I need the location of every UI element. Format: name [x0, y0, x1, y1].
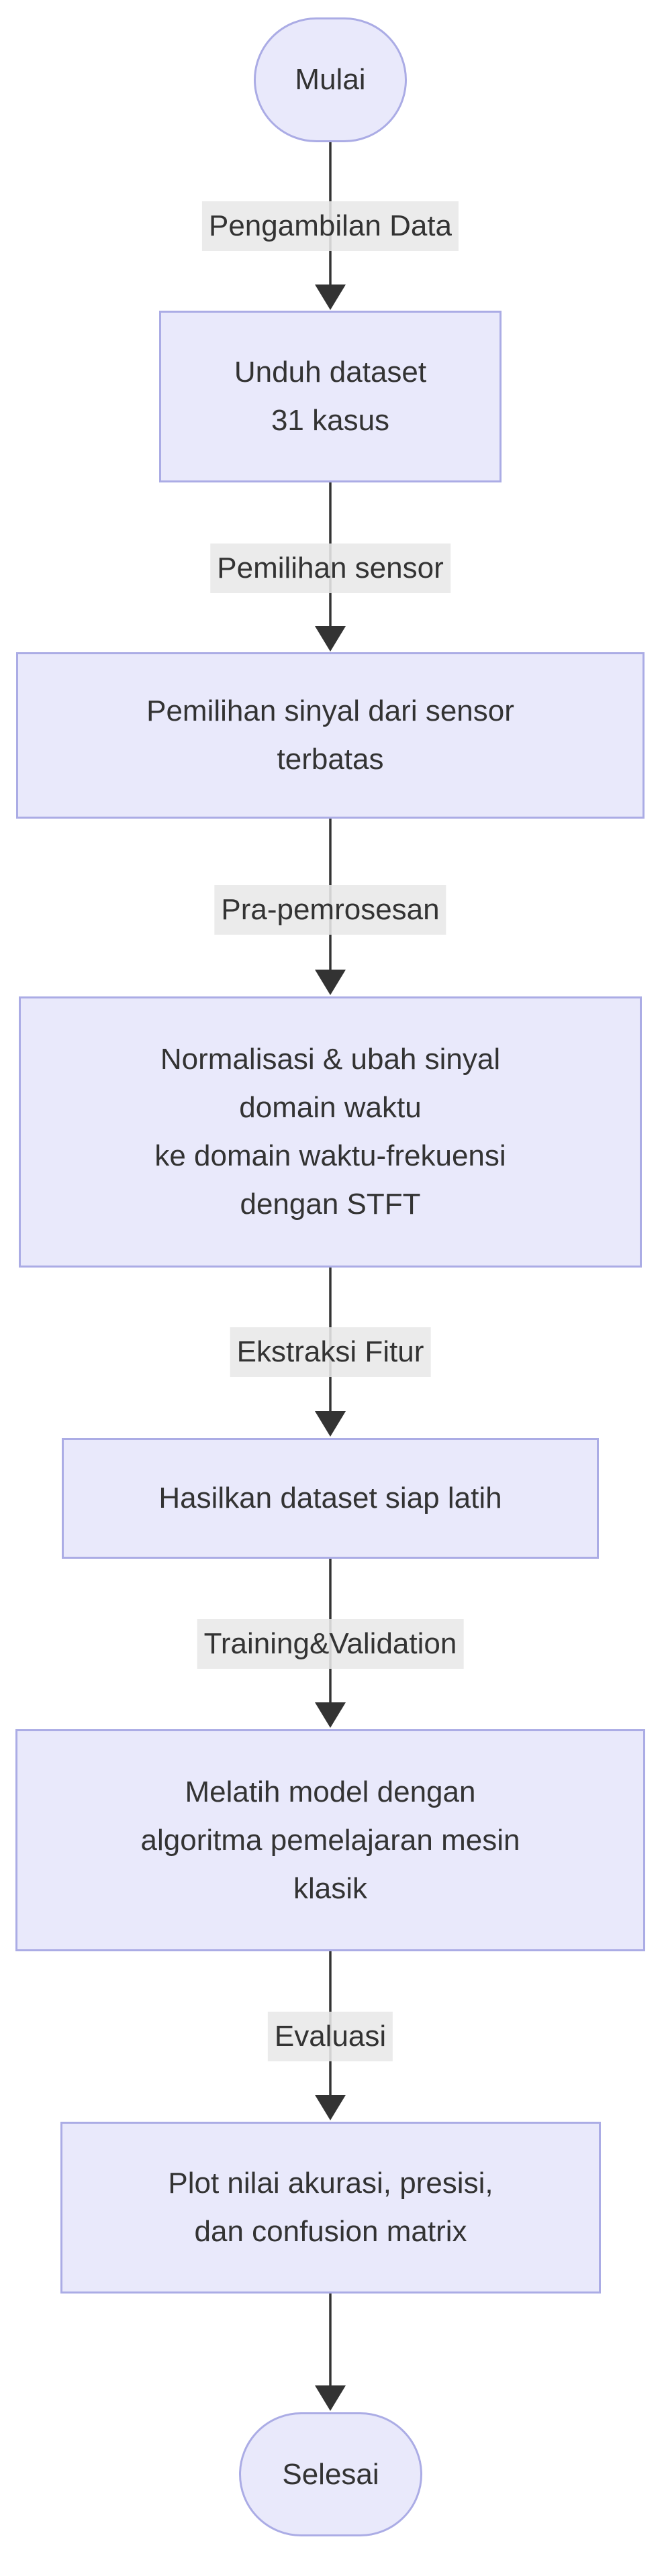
edge-label-pengambilan-data: Pengambilan Data — [201, 201, 459, 251]
node-line: Hasilkan dataset siap latih — [158, 1482, 502, 1514]
node-melatih-model: Melatih model dengan algoritma pemelajar… — [15, 1729, 645, 1951]
node-start: Mulai — [254, 17, 407, 142]
arrowhead-icon — [315, 626, 346, 652]
node-line: Unduh dataset — [234, 356, 427, 389]
arrowhead-icon — [315, 2385, 346, 2411]
node-line: domain waktu — [239, 1091, 422, 1124]
node-line: ke domain waktu-frekuensi — [154, 1139, 506, 1172]
edge-label-pra-pemrosesan: Pra-pemrosesan — [214, 885, 446, 935]
node-plot-evaluasi: Plot nilai akurasi, presisi, dan confusi… — [60, 2122, 601, 2294]
node-line: Melatih model dengan — [185, 1775, 476, 1808]
edge-plot-evaluasi-to-end — [315, 2294, 346, 2411]
node-line: dan confusion matrix — [194, 2215, 467, 2248]
arrowhead-icon — [315, 2095, 346, 2120]
edge-label-pemilihan-sensor: Pemilihan sensor — [210, 544, 450, 593]
node-line: klasik — [293, 1871, 368, 1905]
node-line: algoritma pemelajaran mesin — [140, 1823, 520, 1857]
node-line: Pemilihan sinyal dari sensor — [146, 694, 514, 727]
node-line: terbatas — [277, 743, 384, 776]
node-line: 31 kasus — [271, 404, 390, 437]
node-line: dengan STFT — [240, 1188, 421, 1221]
arrowhead-icon — [315, 970, 346, 995]
node-dataset-siap-latih: Hasilkan dataset siap latih — [62, 1438, 599, 1559]
arrowhead-icon — [315, 285, 346, 310]
node-line: Normalisasi & ubah sinyal — [160, 1043, 501, 1076]
node-normalisasi-stft: Normalisasi & ubah sinyal domain waktu k… — [19, 996, 642, 1268]
node-pemilihan-sinyal: Pemilihan sinyal dari sensor terbatas — [16, 652, 645, 819]
node-start-label: Mulai — [295, 63, 366, 96]
edge-label-evaluasi: Evaluasi — [267, 2012, 393, 2061]
arrowhead-icon — [315, 1411, 346, 1437]
edge-label-ekstraksi-fitur: Ekstraksi Fitur — [230, 1327, 431, 1377]
node-end: Selesai — [239, 2412, 422, 2536]
node-end-label: Selesai — [282, 2457, 379, 2491]
arrowhead-icon — [315, 1702, 346, 1728]
edge-label-training-validation: Training&Validation — [197, 1619, 464, 1669]
node-line: Plot nilai akurasi, presisi, — [168, 2167, 493, 2200]
node-unduh-dataset: Unduh dataset 31 kasus — [159, 311, 502, 482]
